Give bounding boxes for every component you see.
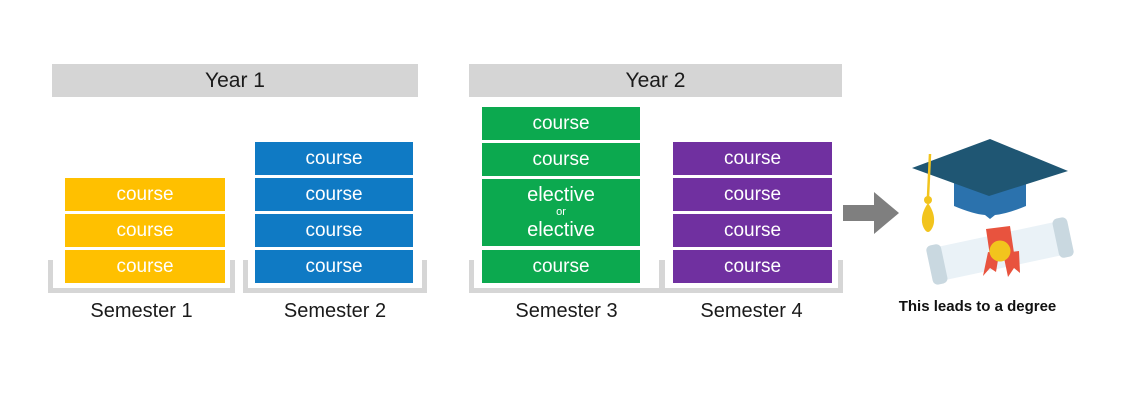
- diploma-scroll-icon: [926, 217, 1074, 285]
- course-block: course: [255, 250, 413, 283]
- diploma-seal: [989, 240, 1011, 262]
- course-block: course: [255, 178, 413, 211]
- elective-option-2: elective: [527, 219, 595, 241]
- course-block: course: [255, 142, 413, 175]
- right-arrow-icon: [843, 192, 899, 234]
- cap-board: [912, 139, 1068, 196]
- semester-bracket: [243, 260, 427, 293]
- tassel-string: [926, 153, 932, 198]
- tassel-drop: [921, 203, 935, 232]
- elective-block: elective or elective: [482, 179, 640, 246]
- course-block: course: [255, 214, 413, 247]
- semester-bracket: [469, 260, 664, 293]
- semester-label: Semester 1: [90, 300, 193, 322]
- degree-caption: This leads to a degree: [898, 298, 1057, 315]
- course-block: course: [673, 214, 832, 247]
- scroll-left-end: [926, 244, 948, 285]
- tassel-knob: [924, 196, 932, 204]
- year-2-banner: Year 2: [469, 64, 842, 97]
- semester-label: Semester 3: [515, 300, 618, 322]
- course-block: course: [673, 178, 832, 211]
- course-block: course: [65, 178, 225, 211]
- semester-label: Semester 4: [700, 300, 803, 322]
- scroll-right-end: [1052, 217, 1074, 258]
- right-arrow-shape: [843, 192, 899, 234]
- year-1-banner: Year 1: [52, 64, 418, 97]
- course-block: course: [673, 142, 832, 175]
- course-block: course: [482, 143, 640, 176]
- course-block: course: [673, 250, 832, 283]
- semester-bracket: [48, 260, 235, 293]
- course-block: course: [65, 250, 225, 283]
- graduation-cap-icon: [912, 139, 1068, 232]
- course-block: course: [482, 107, 640, 140]
- elective-conjunction: or: [556, 206, 566, 218]
- semester-bracket: [660, 260, 843, 293]
- course-block: course: [65, 214, 225, 247]
- elective-option-1: elective: [527, 184, 595, 206]
- course-block: course: [482, 250, 640, 283]
- semester-label: Semester 2: [283, 300, 387, 322]
